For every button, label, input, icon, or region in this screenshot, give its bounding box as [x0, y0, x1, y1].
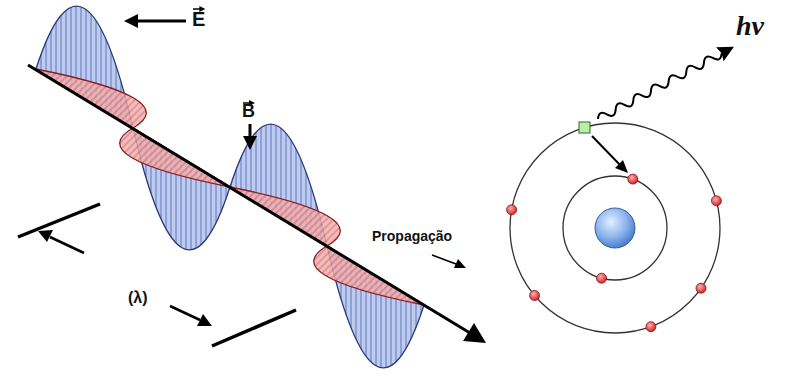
- electron: [507, 205, 517, 215]
- transition-arrowhead: [615, 160, 628, 173]
- electron: [530, 291, 540, 301]
- outer-orbit: [510, 123, 720, 333]
- axis-arrowhead: [463, 323, 486, 343]
- pointer-arrowhead: [243, 136, 257, 150]
- propagation-label: Propagação: [372, 229, 452, 244]
- wavelength-label: (λ): [128, 289, 148, 307]
- wavelength-arrow: [50, 237, 84, 253]
- propagation-axis: [28, 65, 470, 333]
- pointer-arrow: [249, 124, 252, 138]
- transition-arrow: [592, 136, 621, 166]
- photon-label: hν: [736, 11, 764, 42]
- wavelength-arrowhead: [197, 314, 212, 326]
- vacancy: [579, 122, 590, 133]
- nucleus: [595, 208, 635, 248]
- electron: [628, 174, 638, 184]
- wavelength-tick: [18, 204, 100, 237]
- field-label: B: [242, 102, 255, 122]
- field-label: E: [192, 8, 205, 30]
- wavelength-arrow: [170, 306, 200, 320]
- propagation-arrowhead: [454, 259, 466, 268]
- electron: [646, 322, 656, 332]
- propagation-arrow: [432, 255, 456, 264]
- wavelength-arrowhead: [38, 230, 53, 242]
- photon-wave: [596, 50, 723, 123]
- electron: [597, 273, 607, 283]
- pointer-arrow: [136, 20, 186, 23]
- inner-orbit: [563, 176, 667, 280]
- photon: [594, 40, 737, 126]
- photon-arrowhead: [716, 40, 738, 62]
- wavelength-tick: [212, 310, 296, 346]
- pointer-arrowhead: [124, 14, 138, 28]
- electron: [696, 283, 706, 293]
- electron: [711, 196, 721, 206]
